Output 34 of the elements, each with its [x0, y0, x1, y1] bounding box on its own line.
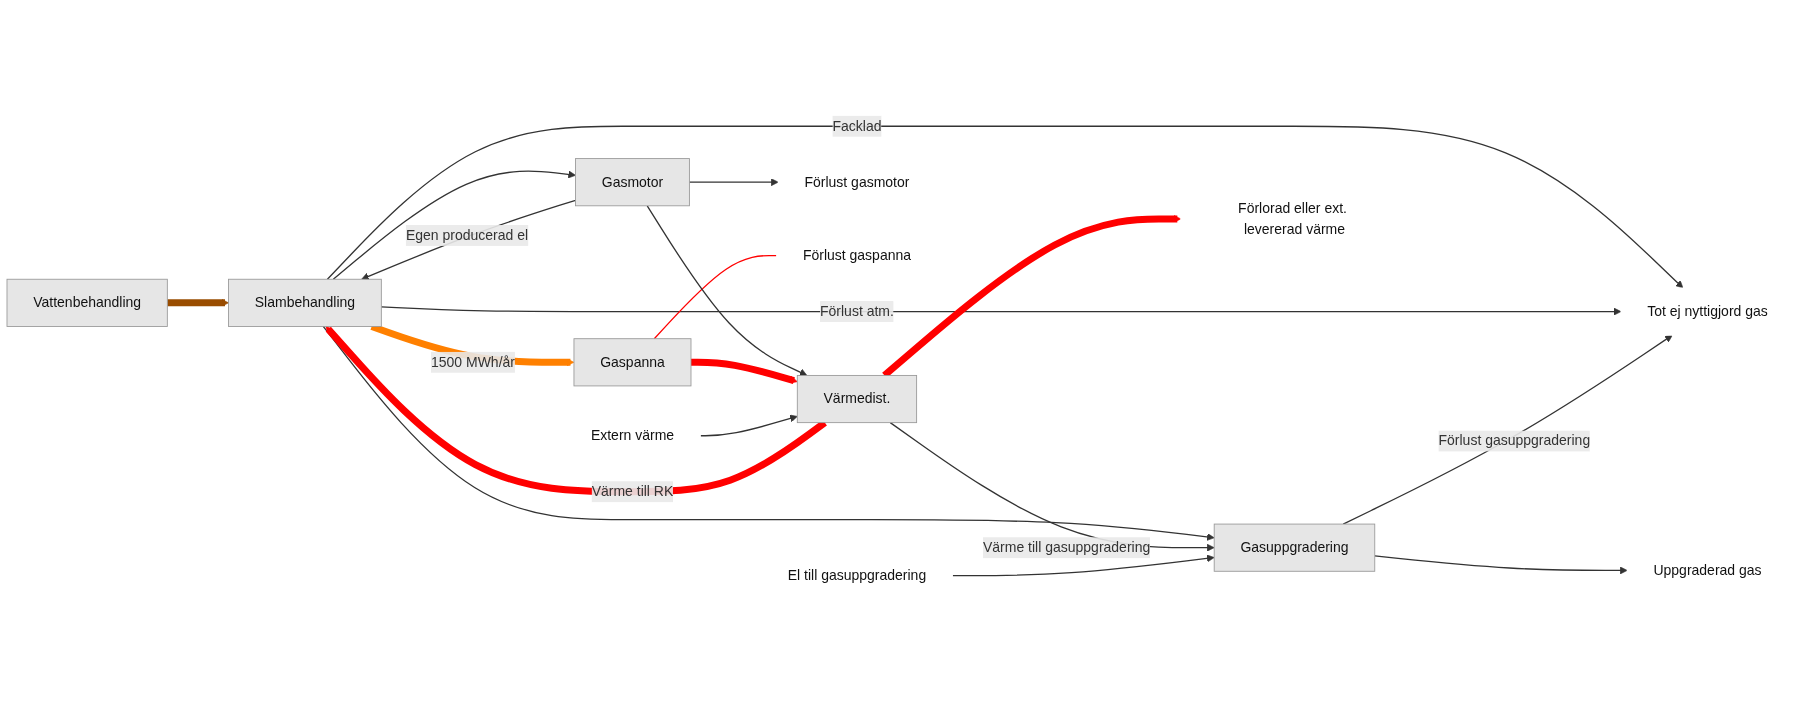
node-box: Vattenbehandling — [6, 278, 168, 327]
arrow — [326, 125, 1684, 289]
arrow — [1374, 555, 1628, 575]
edge-label: Värme till gasuppgradering — [983, 539, 1151, 555]
arrow — [951, 554, 1215, 577]
arrow — [691, 358, 798, 385]
node-text: El till gasuppgradering — [787, 567, 927, 583]
node-text: Förlorad eller ext. levererad värme — [1238, 200, 1347, 237]
node-box: Gasmotor — [575, 158, 690, 207]
arrow — [167, 299, 229, 307]
arrow — [361, 199, 577, 281]
node-box: Slambehandling — [228, 278, 382, 327]
node-text: Extern värme — [590, 427, 675, 443]
node-box: Gasuppgradering — [1213, 523, 1376, 572]
connector — [653, 255, 778, 340]
edge-label: Värme till RK — [591, 483, 674, 499]
arrow — [646, 205, 808, 376]
arrow — [332, 170, 576, 280]
arrow — [699, 414, 798, 437]
arrow — [380, 306, 1622, 316]
edge-label: Facklad — [832, 118, 882, 134]
arrow — [1342, 334, 1673, 525]
node-text: Tot ej nyttigjord gas — [1647, 303, 1768, 319]
node-box: Gaspanna — [573, 338, 692, 387]
arrow — [688, 178, 779, 187]
edge-label: Förlust gasuppgradering — [1438, 433, 1591, 449]
node-box: Värmedist. — [796, 375, 918, 424]
node-text: Förlust gasmotor — [804, 174, 910, 190]
arrow — [325, 326, 827, 496]
edge-label: Egen producerad el — [405, 227, 529, 243]
node-text: Förlust gaspanna — [802, 247, 912, 263]
node-text: Uppgraderad gas — [1653, 562, 1762, 578]
edge-label: Förlust atm. — [820, 303, 894, 319]
edge-label: 1500 MWh/år — [431, 354, 515, 370]
